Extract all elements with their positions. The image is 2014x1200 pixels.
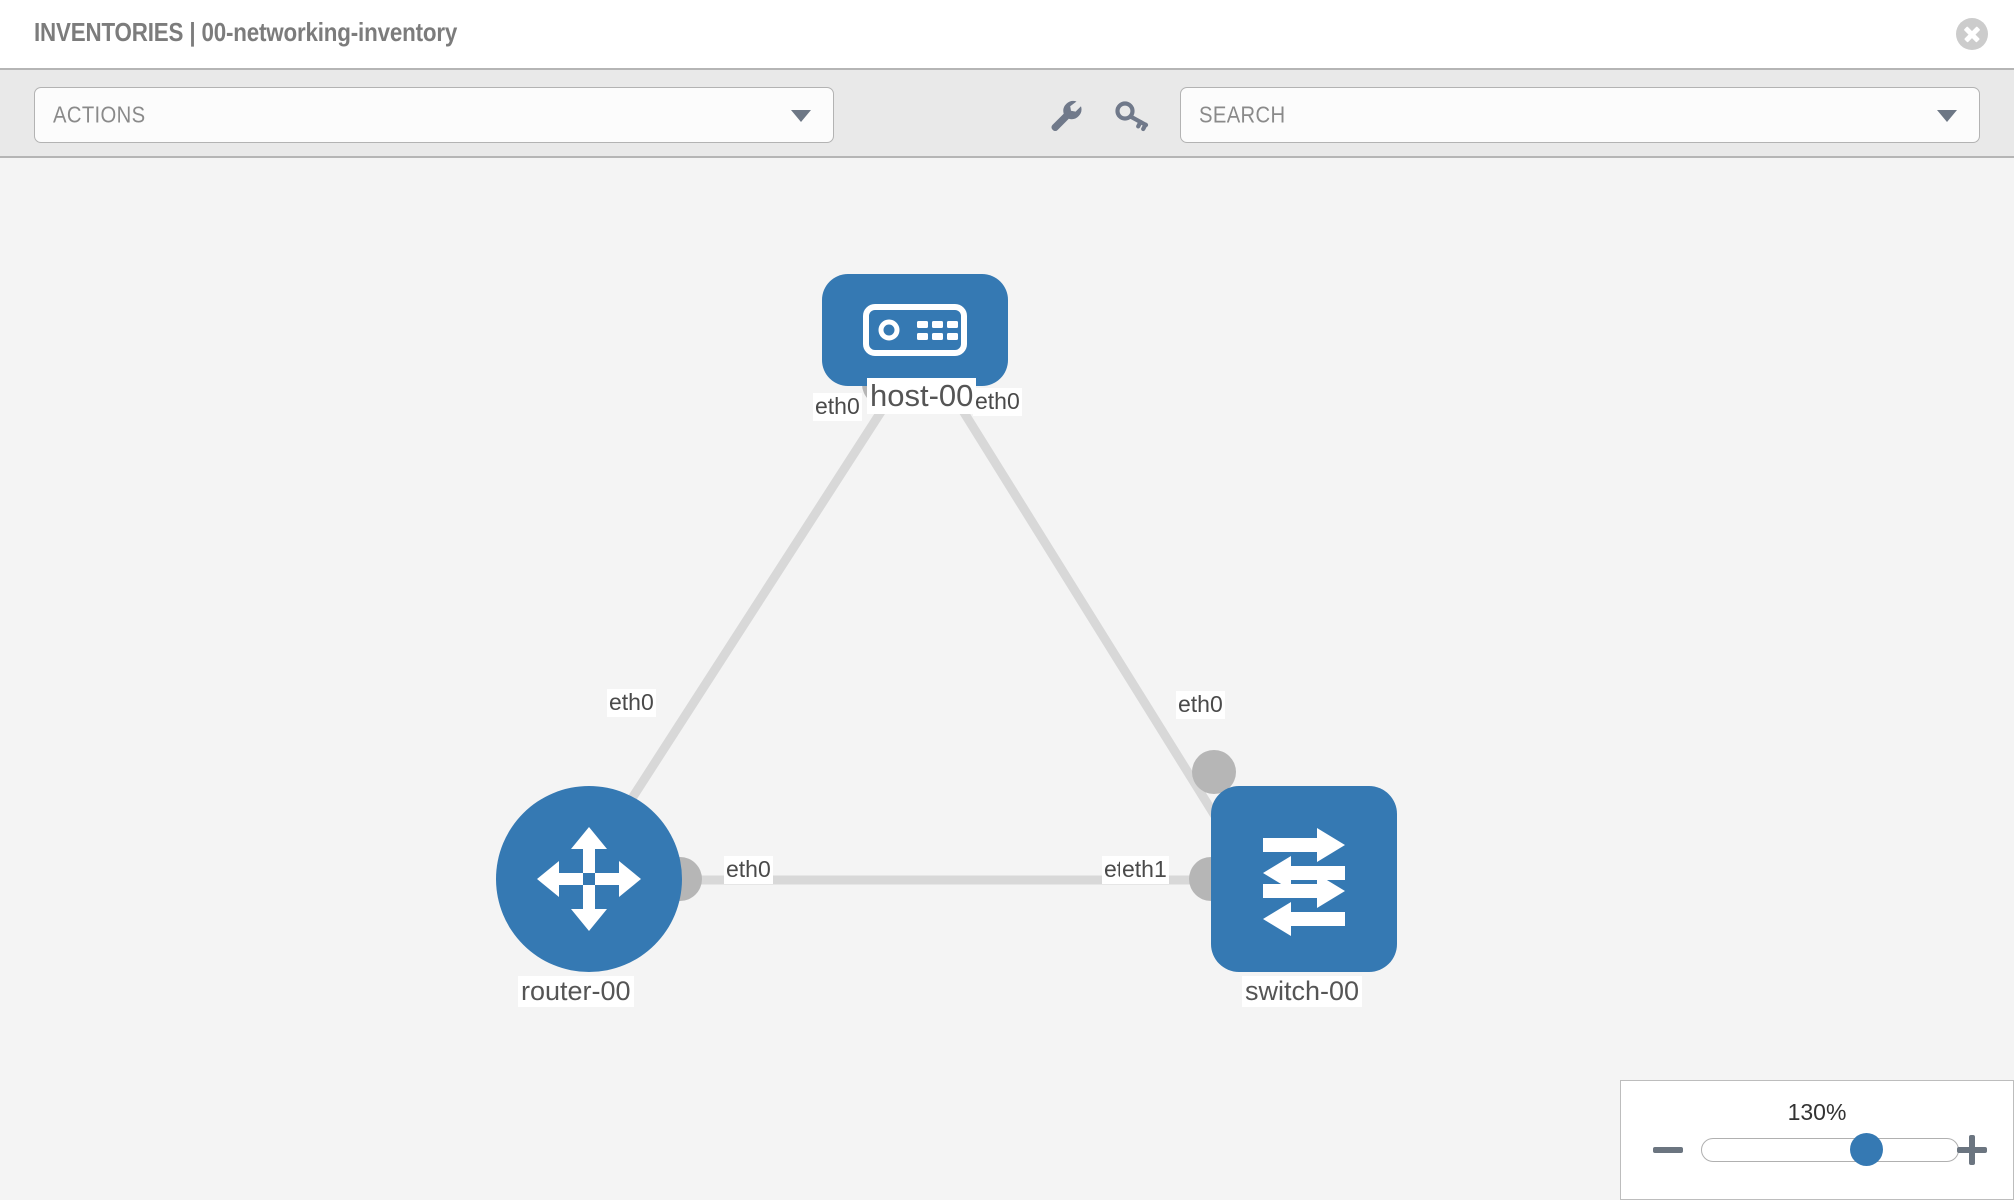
- page-header: INVENTORIES | 00-networking-inventory: [0, 0, 2014, 68]
- interface-label-switch-left-front: eth1: [1120, 856, 1169, 884]
- chevron-down-icon[interactable]: [1937, 110, 1957, 122]
- close-icon[interactable]: [1956, 18, 1988, 50]
- interface-label-host-left: eth0: [813, 393, 862, 421]
- node-switch-00[interactable]: switch-00 eth0 eth1 eth1: [1102, 691, 1397, 1008]
- node-router-shape: [496, 786, 682, 972]
- actions-dropdown[interactable]: ACTIONS: [34, 87, 834, 143]
- node-host-00[interactable]: host-00 eth0 eth0: [813, 274, 1022, 421]
- node-router-00[interactable]: router-00 eth0 eth0: [496, 689, 773, 1008]
- actions-dropdown-label: ACTIONS: [53, 101, 146, 128]
- page-title: INVENTORIES | 00-networking-inventory: [34, 17, 458, 47]
- interface-label-router-right: eth0: [724, 856, 773, 884]
- key-icon[interactable]: [1112, 96, 1152, 136]
- interface-label-host-right: eth0: [973, 388, 1022, 416]
- zoom-slider-thumb[interactable]: [1850, 1132, 1883, 1166]
- zoom-out-button[interactable]: [1651, 1133, 1685, 1167]
- zoom-slider-track[interactable]: [1701, 1132, 1959, 1166]
- interface-label-router-top: eth0: [607, 689, 656, 717]
- topology-canvas[interactable]: host-00 eth0 eth0 router-00 eth0 eth0: [0, 158, 2014, 1200]
- wrench-icon[interactable]: [1046, 96, 1086, 136]
- chevron-down-icon: [791, 110, 811, 122]
- zoom-control-panel: 130%: [1620, 1080, 2014, 1200]
- switch-arrows-icon: [1263, 828, 1345, 936]
- node-host-label: host-00: [867, 378, 977, 414]
- search-input[interactable]: SEARCH: [1180, 87, 1980, 143]
- zoom-in-button[interactable]: [1955, 1133, 1989, 1167]
- node-host-shape: [822, 274, 1008, 386]
- link-host-router: [595, 385, 900, 853]
- router-arrows-icon: [537, 827, 641, 931]
- zoom-level-label: 130%: [1787, 1099, 1847, 1125]
- node-switch-shape: [1211, 786, 1397, 972]
- toolbar: ACTIONS SEARCH: [0, 68, 2014, 158]
- node-switch-label: switch-00: [1242, 976, 1363, 1008]
- server-icon: [863, 304, 967, 356]
- interface-label-switch-top: eth0: [1176, 691, 1225, 719]
- node-router-label: router-00: [518, 976, 634, 1008]
- search-input-value: SEARCH: [1199, 101, 1286, 128]
